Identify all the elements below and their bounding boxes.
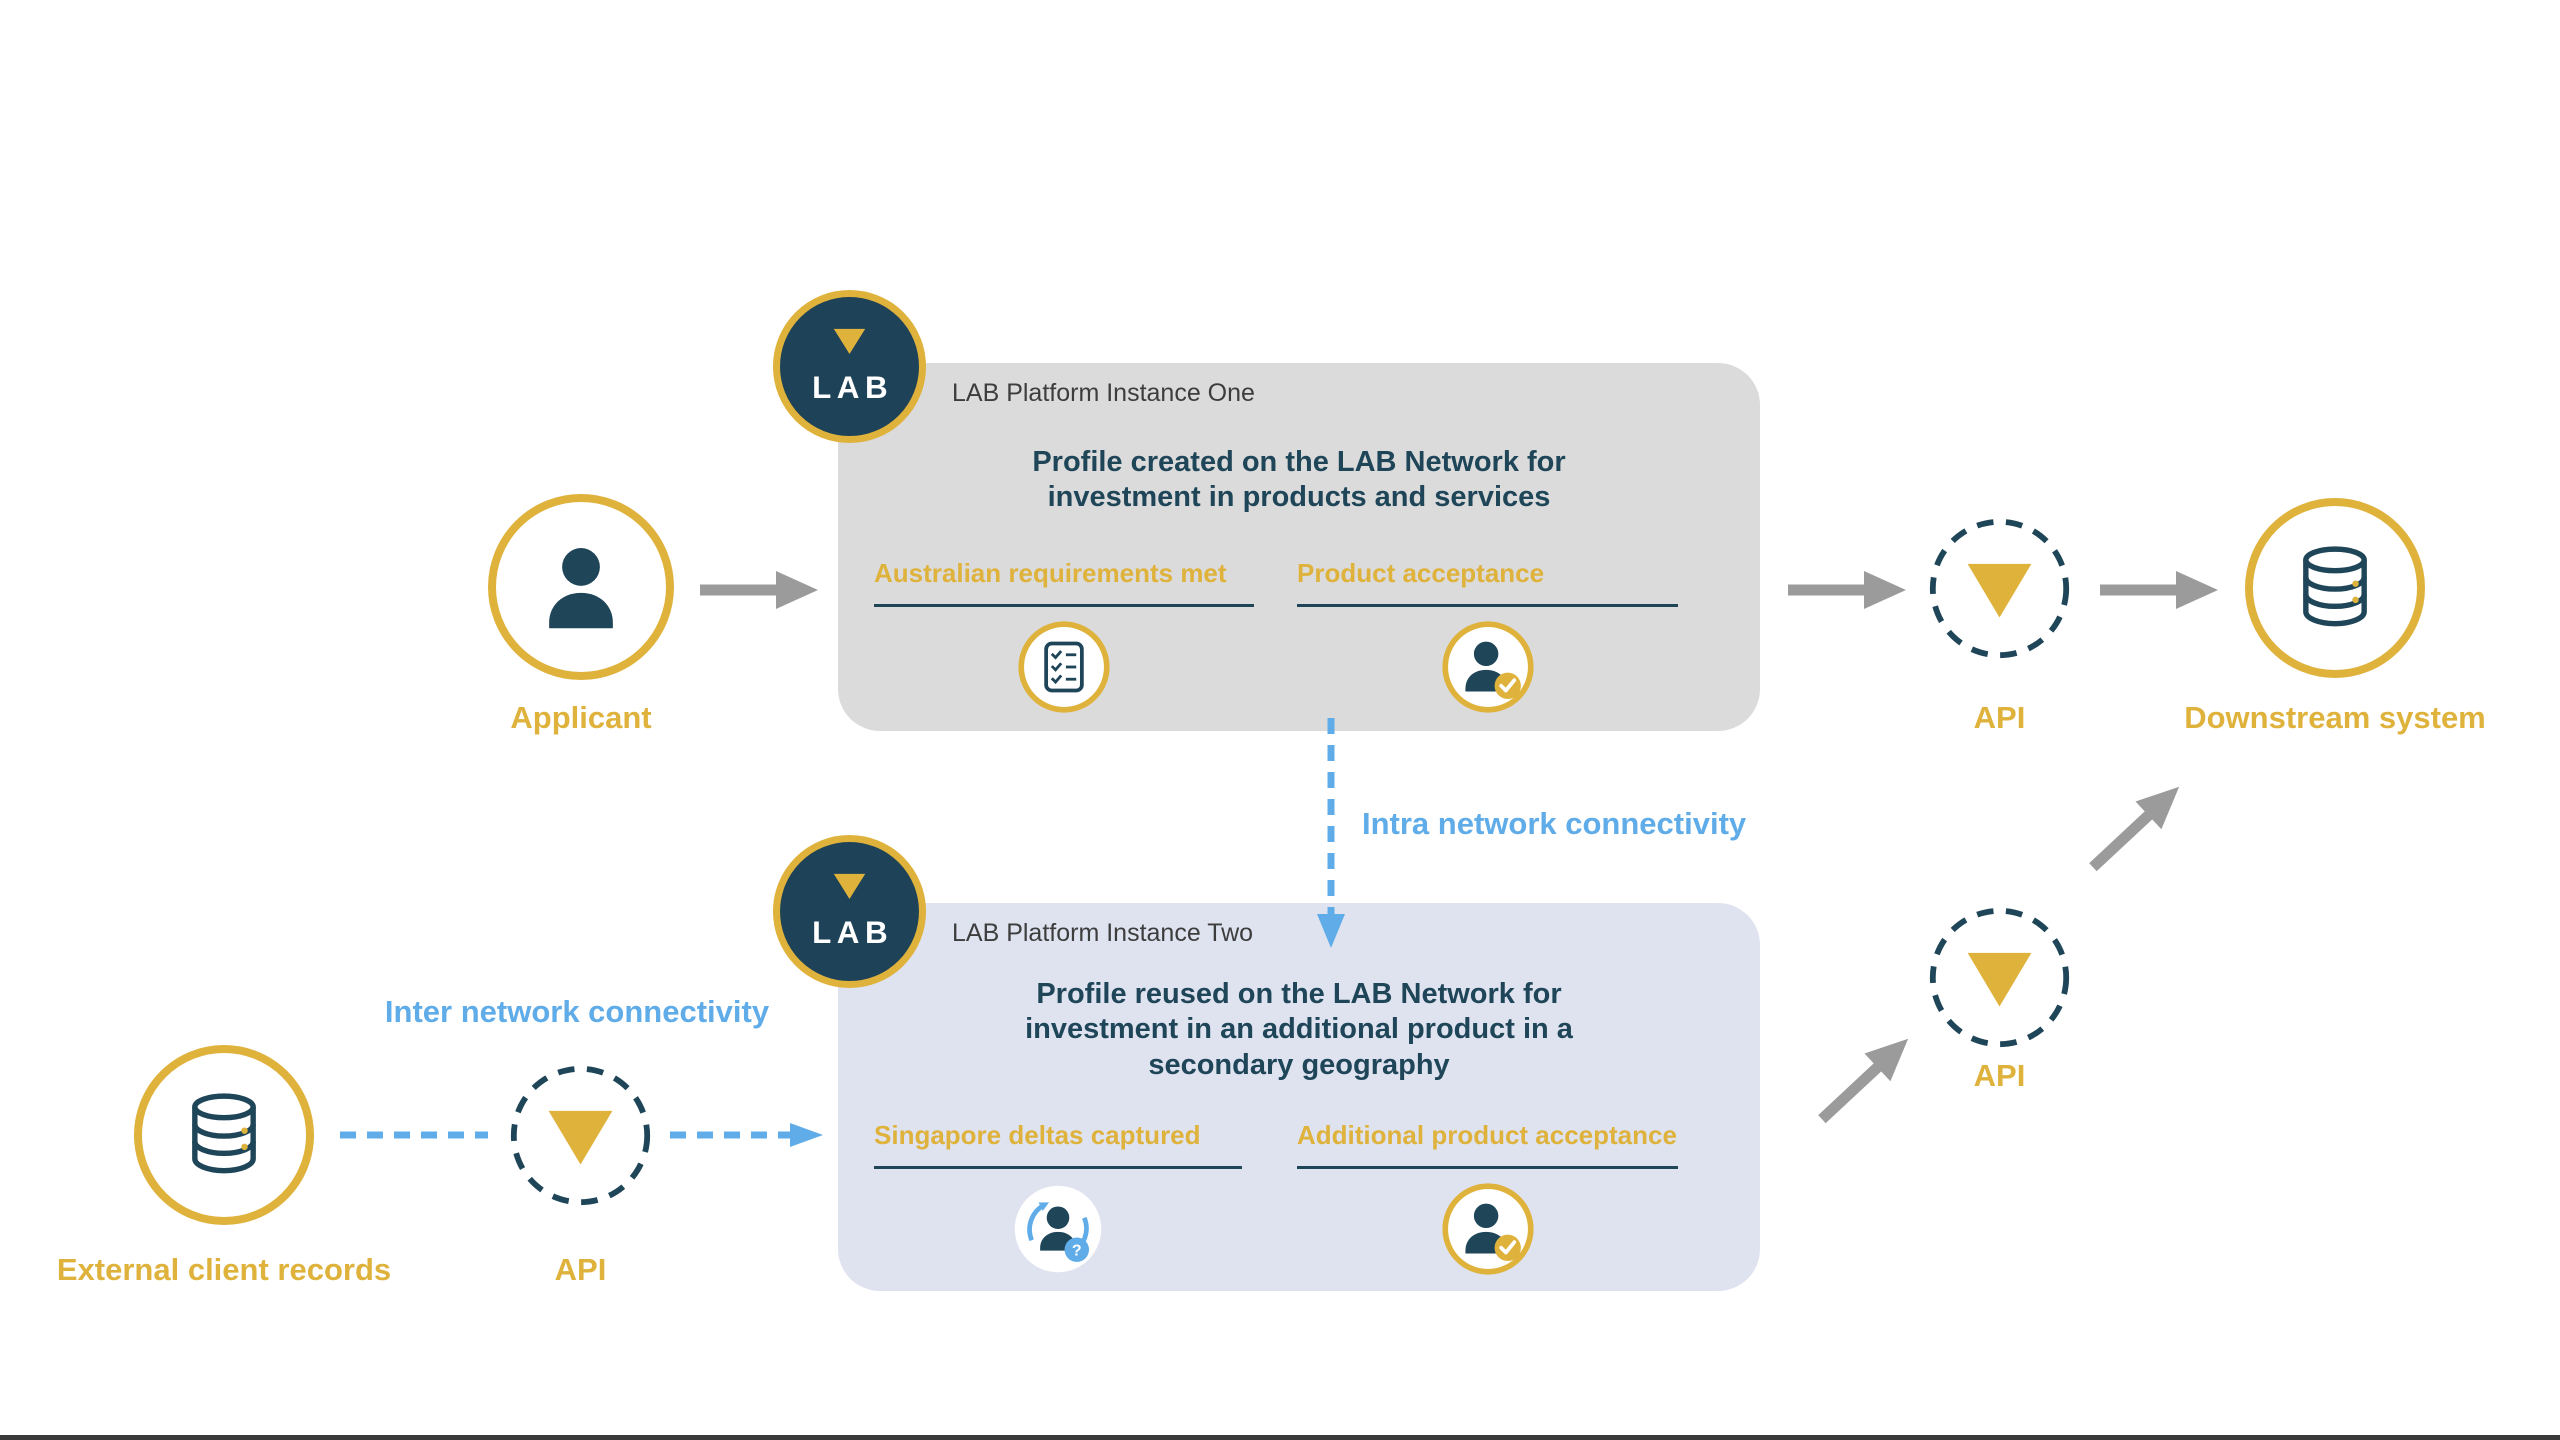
instance-two-item-singapore-deltas: Singapore deltas captured ? (874, 1120, 1242, 1276)
instance-two-title: LAB Platform Instance Two (952, 919, 1254, 947)
instance-one-item-product-acceptance: Product acceptance (1297, 558, 1678, 714)
instance-two-item-0-label: Singapore deltas captured (874, 1120, 1242, 1169)
arrow-instance-two-to-api (1818, 1038, 1909, 1124)
inter-dashed-line (340, 1131, 488, 1139)
api-top-label: API (1973, 700, 2026, 735)
api-bottom-label: API (554, 1252, 607, 1287)
instance-one-description: Profile created on the LAB Network for i… (1032, 446, 1566, 514)
lab-logo-text: LAB (812, 915, 893, 950)
instance-one-item-0-label: Australian requirements met (874, 558, 1254, 607)
external-client-records-label: External client records (56, 1252, 392, 1287)
instance-one-item-australian-requirements: Australian requirements met (874, 558, 1254, 714)
arrow-api-right-to-downstream (2089, 786, 2180, 872)
api-icon (1929, 518, 2070, 659)
lab-logo-instance-two: LAB (771, 833, 928, 995)
instance-two-description: Profile reused on the LAB Network for in… (1025, 978, 1573, 1081)
inter-network-label: Inter network connectivity (384, 994, 770, 1029)
instance-one-box: LAB Platform Instance One Profile create… (838, 363, 1760, 731)
lab-logo-icon: LAB (772, 289, 927, 444)
person-icon (549, 548, 613, 629)
api-icon (510, 1065, 651, 1206)
lab-logo-instance-one: LAB (771, 288, 928, 450)
api-bottom-node (508, 1063, 653, 1213)
downstream-system-label: Downstream system (2184, 700, 2486, 735)
person-check-icon (1297, 620, 1678, 714)
instance-one-title: LAB Platform Instance One (952, 379, 1255, 407)
downstream-system-node (2245, 498, 2425, 678)
question-badge: ? (1072, 1242, 1082, 1259)
api-right-node (1927, 905, 2072, 1055)
arrow-applicant-to-instance-one (700, 571, 818, 609)
applicant-label: Applicant (510, 700, 652, 735)
intra-network-arrow (1317, 718, 1345, 948)
arrow-api-to-downstream (2100, 571, 2218, 609)
intra-network-label: Intra network connectivity (1362, 806, 1747, 841)
api-icon (1929, 907, 2070, 1048)
person-sync-icon: ? (874, 1182, 1242, 1276)
checklist-icon (874, 620, 1254, 714)
arrow-instance-one-to-api (1788, 571, 1906, 609)
inter-dashed-arrow (670, 1123, 823, 1147)
person-check-icon (1297, 1182, 1678, 1276)
lab-logo-icon: LAB (772, 834, 927, 989)
external-client-records-node (134, 1045, 314, 1225)
applicant-node (488, 494, 674, 680)
instance-two-item-additional-product: Additional product acceptance (1297, 1120, 1678, 1276)
instance-two-item-1-label: Additional product acceptance (1297, 1120, 1678, 1169)
api-right-label: API (1973, 1058, 2026, 1093)
bottom-edge (0, 1435, 2560, 1440)
database-icon (192, 1093, 256, 1174)
lab-logo-text: LAB (812, 370, 893, 405)
database-icon (2303, 546, 2367, 627)
instance-two-box: LAB Platform Instance Two Profile reused… (838, 903, 1760, 1291)
api-top-node (1927, 516, 2072, 666)
instance-one-item-1-label: Product acceptance (1297, 558, 1678, 607)
